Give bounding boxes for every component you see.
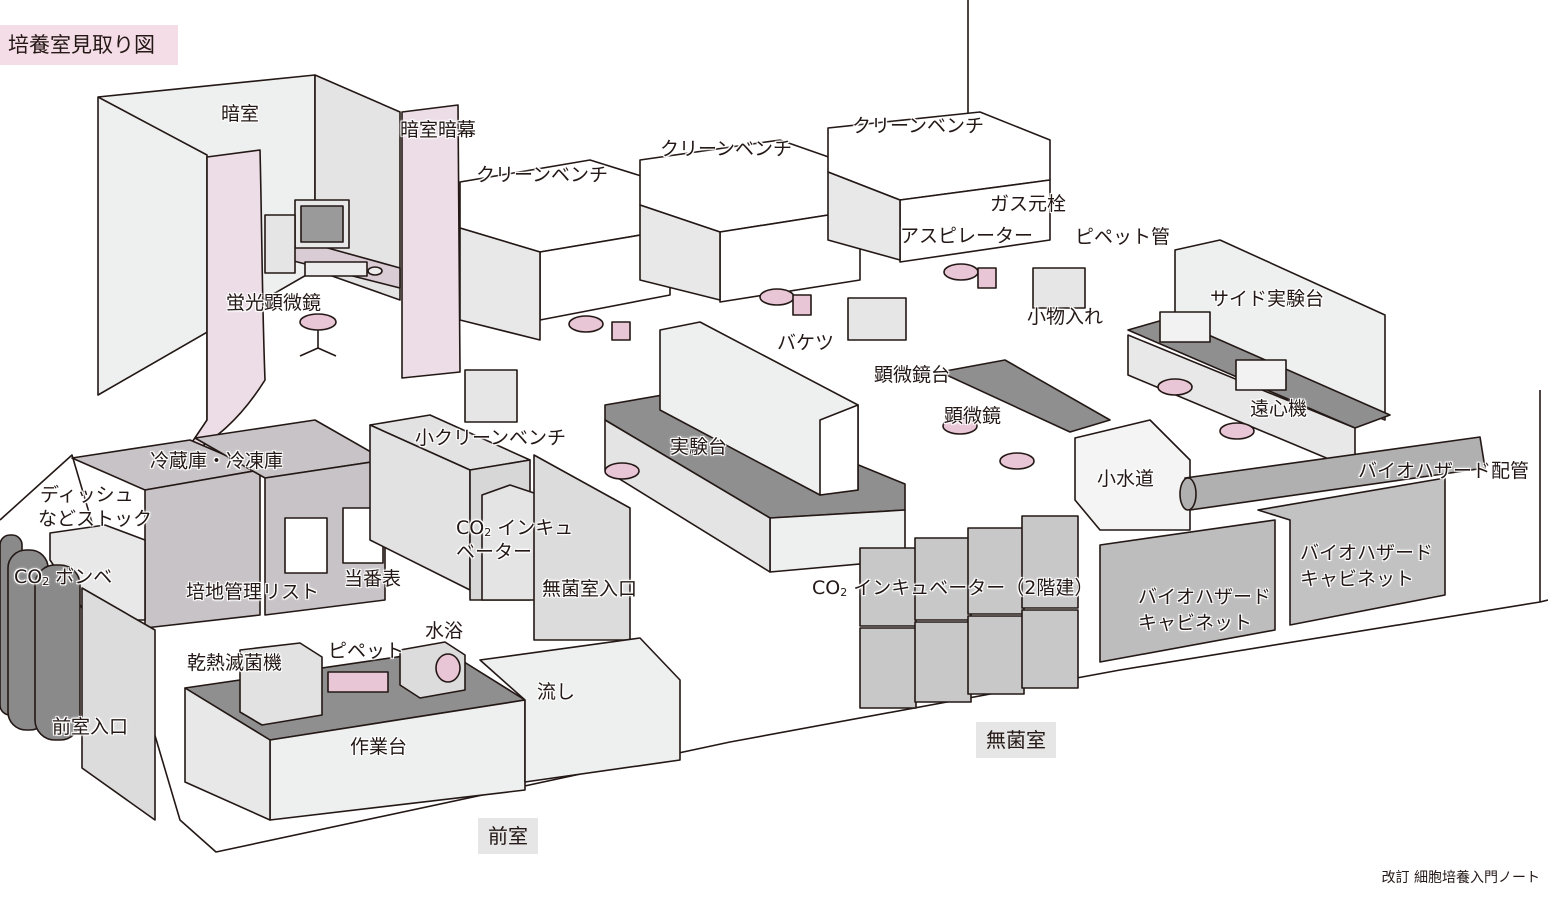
label-co2-incubator-line2: ベーター	[456, 541, 533, 563]
diagram-title: 培養室見取り図	[0, 25, 178, 65]
label-fridge-freezer: 冷蔵庫・冷凍庫	[150, 450, 284, 472]
small-tap-stand	[1074, 419, 1191, 531]
incubator-lower-1	[859, 627, 917, 709]
label-small-tap: 小水道	[1097, 468, 1155, 490]
biohazard-cabinet-2	[1257, 477, 1446, 626]
stool	[943, 263, 979, 281]
label-biohazard-cabinet-2-line1: バイオハザード	[1300, 542, 1434, 564]
dish-stock-shelf	[49, 524, 146, 621]
label-co2-incubator-line1: CO2 インキュ	[456, 517, 574, 539]
label-gas-valve: ガス元栓	[990, 193, 1067, 215]
label-biohazard-cabinet-1-line1: バイオハザード	[1138, 586, 1272, 608]
lab-bench	[604, 321, 906, 573]
label-darkroom: 暗室	[221, 103, 260, 125]
source-credit: 改訂 細胞培養入門ノート	[1381, 870, 1540, 886]
anteroom-entrance-door	[81, 587, 156, 821]
clean-bench-2	[639, 139, 861, 303]
incubator-lower-4	[1021, 609, 1079, 689]
clean-bench-3	[827, 111, 1051, 263]
label-darkroom-curtain: 暗室暗幕	[400, 119, 477, 141]
label-pipette: ピペット	[328, 640, 405, 662]
label-dish-stock-line1: ディッシュ	[40, 484, 134, 506]
label-small-storage: 小物入れ	[1027, 306, 1104, 328]
small-storage-box	[1032, 267, 1086, 309]
co2-cylinders	[0, 534, 81, 741]
small-storage-box	[464, 369, 518, 423]
room-tag-clean-room: 無菌室	[976, 722, 1056, 758]
room-tag-anteroom: 前室	[478, 818, 538, 854]
stool-icon	[299, 313, 337, 331]
pipette-boxes	[327, 671, 389, 693]
bucket-icon	[611, 321, 631, 341]
stool	[1219, 422, 1255, 440]
label-dish-stock-line2: などストック	[38, 508, 153, 530]
label-medium-list: 培地管理リスト	[186, 581, 320, 603]
label-dry-heat-sterilizer: 乾熱滅菌機	[187, 652, 283, 674]
stool	[759, 288, 795, 306]
label-workbench: 作業台	[350, 736, 408, 758]
label-bucket: バケツ	[777, 332, 835, 354]
microscope-table	[939, 359, 1111, 433]
fridge-freezer	[71, 419, 386, 629]
bucket-icon	[977, 267, 997, 289]
co2-cylinder-3	[34, 564, 81, 741]
label-biohazard-cabinet-1-line2: キャビネット	[1138, 612, 1253, 634]
medium-list-sheet	[284, 517, 328, 574]
label-microscope-table: 顕微鏡台	[874, 364, 951, 386]
clean-bench-1	[459, 159, 671, 341]
stools	[568, 263, 1255, 480]
fluorescence-microscope-icon	[264, 214, 296, 274]
incubator-upper-3	[967, 527, 1025, 615]
label-clean-bench-1: クリーンベンチ	[476, 164, 609, 186]
label-fluorescence-microscope: 蛍光顕微鏡	[226, 292, 322, 314]
co2-incubators-2tier	[859, 515, 1079, 709]
label-sink: 流し	[537, 681, 576, 703]
keyboard-icon	[304, 261, 368, 277]
sink	[479, 637, 681, 783]
label-lab-bench: 実験台	[670, 436, 728, 458]
label-biohazard-cabinet-2-line2: キャビネット	[1300, 568, 1415, 590]
label-aspirator: アスピレーター	[900, 225, 1034, 247]
label-clean-bench-3: クリーンベンチ	[852, 115, 985, 137]
clean-room-partition	[533, 454, 631, 641]
biohazard-cabinet-1	[1099, 519, 1276, 663]
label-co2-cylinder: CO2 ボンベ	[14, 566, 113, 588]
mouse-icon	[367, 266, 383, 276]
label-clean-room-entrance: 無菌室入口	[542, 578, 638, 600]
label-clean-bench-2: クリーンベンチ	[660, 138, 793, 160]
stool	[999, 452, 1035, 470]
label-small-clean-bench: 小クリーンベンチ	[415, 427, 567, 449]
label-biohazard-pipe: バイオハザード配管	[1358, 460, 1530, 482]
stool	[1157, 378, 1193, 396]
incubator-lower-2	[914, 621, 972, 703]
label-pipette-tube: ピペット管	[1075, 226, 1171, 248]
stool	[942, 417, 978, 435]
label-anteroom-entrance: 前室入口	[52, 716, 129, 738]
label-side-bench: サイド実験台	[1210, 288, 1325, 310]
workbench	[184, 641, 526, 821]
incubator-upper-2	[914, 537, 972, 621]
bucket-icon	[792, 294, 812, 316]
stool	[604, 462, 640, 480]
incubator-upper-1	[859, 547, 917, 627]
label-co2-incubator-2tier: CO2 インキュベーター（2階建）	[812, 577, 1094, 599]
darkroom-curtain-right	[401, 104, 461, 379]
label-water-bath: 水浴	[425, 620, 464, 642]
side-bench	[1127, 239, 1391, 471]
incubator-upper-4	[1021, 515, 1079, 609]
floor-outline	[0, 454, 1548, 853]
incubator-lower-3	[967, 615, 1025, 695]
stool	[568, 315, 604, 333]
label-duty-roster: 当番表	[344, 568, 402, 590]
centrifuge-icon-1	[1159, 311, 1211, 343]
centrifuge-icon-2	[1235, 359, 1287, 391]
label-centrifuge: 遠心機	[1250, 398, 1308, 420]
dry-heat-sterilizer-box	[239, 642, 323, 726]
small-storage-box	[847, 297, 907, 341]
label-microscope: 顕微鏡	[944, 405, 1002, 427]
